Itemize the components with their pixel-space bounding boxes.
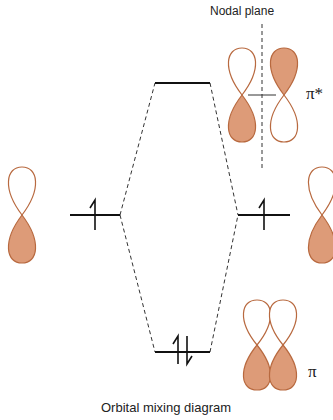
orbital-lobe: [308, 215, 333, 263]
energy-level: [155, 351, 210, 353]
orbital-lobe: [243, 345, 270, 390]
electron-spin: [187, 336, 192, 364]
nodal-plane-line: [262, 24, 263, 168]
energy-level: [155, 82, 210, 84]
orbital-lobe: [269, 300, 296, 345]
electron-spin: [90, 200, 95, 230]
orbital-lobe: [308, 167, 333, 215]
orbital-lobe: [270, 95, 297, 142]
orbital-lobe: [8, 215, 35, 263]
correlation-line: [210, 215, 238, 352]
electron-spin: [173, 336, 178, 364]
electron-spin: [259, 200, 264, 230]
orbital-lobe: [269, 345, 296, 390]
plane-label: Nodal plane: [210, 4, 274, 18]
orbital-lobe: [228, 48, 255, 95]
correlation-line: [210, 83, 238, 215]
correlation-line: [120, 215, 155, 352]
axis-line: [248, 95, 276, 96]
orbital-label: π: [308, 362, 317, 382]
orbital-lobe: [8, 167, 35, 215]
orbital-label: π*: [306, 84, 323, 104]
correlation-line: [120, 83, 155, 215]
orbital-lobe: [270, 48, 297, 95]
figure-caption: Orbital mixing diagram: [101, 400, 231, 415]
orbital-lobe: [243, 300, 270, 345]
orbital-lobe: [228, 95, 255, 142]
